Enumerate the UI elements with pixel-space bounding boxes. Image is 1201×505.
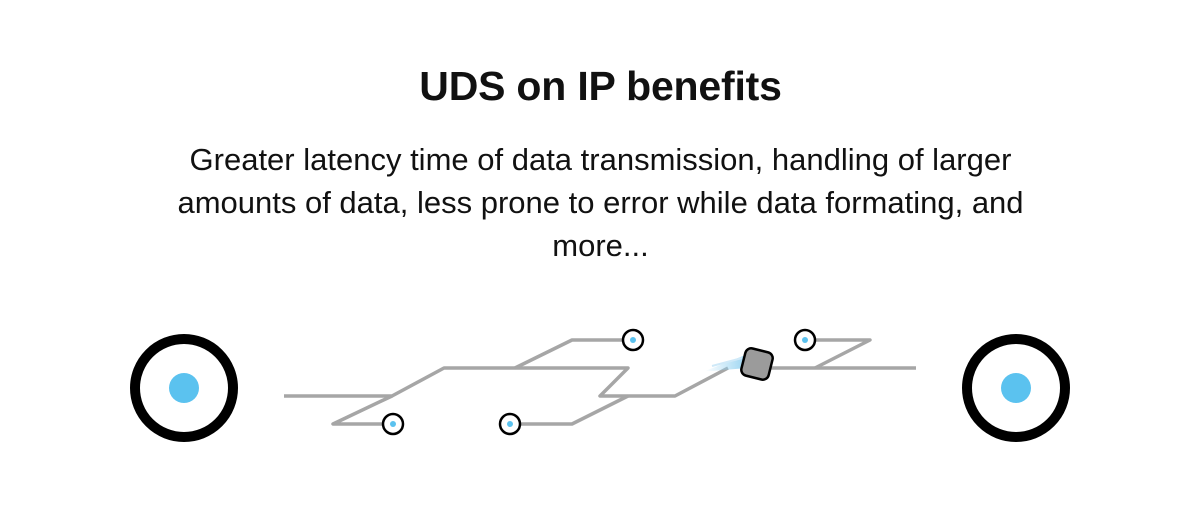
network-diagram-svg [130,328,1070,442]
right-endpoint-node [962,334,1070,442]
lower-left-branch-line [331,394,393,426]
left-endpoint-node [130,334,238,442]
page-title: UDS on IP benefits [419,63,782,109]
lower-mid-branch-line [519,394,629,426]
data-packet [705,347,774,381]
upper-branch-line [514,338,624,370]
data-packet-icon [740,347,774,381]
junction-node [381,412,405,436]
network-diagram [0,300,1201,500]
upper-right-branch-line [814,338,872,370]
main-trunk-line [284,366,729,398]
junction-node [793,328,817,352]
left-endpoint-dot [169,373,199,403]
page-subtitle: Greater latency time of data transmissio… [177,142,1024,263]
network-lines [284,338,916,426]
junction-node [498,412,522,436]
right-endpoint-dot [1001,373,1031,403]
junction-node [621,328,645,352]
